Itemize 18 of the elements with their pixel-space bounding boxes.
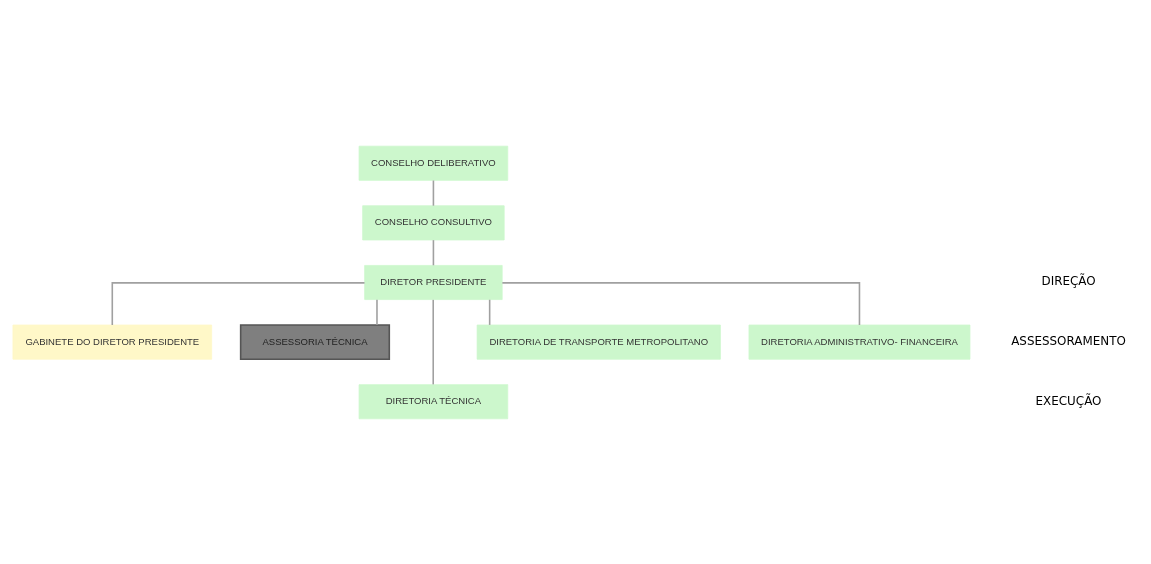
label: ASSESSORAMENTO <box>1011 333 1126 348</box>
connector <box>432 298 434 385</box>
connector <box>432 238 435 266</box>
node-box: DIRETORIA TÉCNICA <box>358 383 509 419</box>
connector <box>376 298 378 326</box>
connector <box>111 281 366 326</box>
node-box: DIRETOR PRESIDENTE <box>364 264 503 300</box>
node-box: DIRETORIA ADMINISTRATIVO- FINANCEIRA <box>748 324 971 360</box>
node-box: ASSESSORIA TÉCNICA <box>239 323 391 360</box>
connector <box>501 281 861 326</box>
node-box: DIRETORIA DE TRANSPORTE METROPOLITANO <box>476 324 721 360</box>
node-box: CONSELHO DELIBERATIVO <box>358 145 509 181</box>
label: DIREÇÃO <box>1041 273 1096 288</box>
node-box: GABINETE DO DIRETOR PRESIDENTE <box>12 324 213 360</box>
node-box: CONSELHO CONSULTIVO <box>362 204 505 240</box>
label: EXECUÇÃO <box>1035 393 1102 408</box>
connector <box>432 179 435 206</box>
connector <box>488 298 491 326</box>
